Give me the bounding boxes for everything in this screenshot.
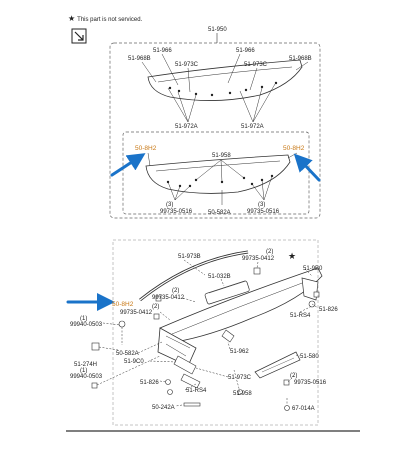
star-icon: ★ <box>68 14 76 23</box>
not-serviced-note: ★This part is not serviced. <box>68 14 142 23</box>
label-51-826-low: 51-826 <box>140 380 159 386</box>
mid-spoiler <box>145 154 291 194</box>
mid-leaders <box>147 152 298 205</box>
label-51-958-low: 51-958 <box>233 391 252 397</box>
label-50-582a-low: 50-582A <box>116 351 139 357</box>
not-serviced-text: This part is not serviced. <box>77 17 143 23</box>
label-99735-0516-right: 99735-0516 <box>247 209 280 215</box>
lower-fasteners <box>91 267 320 411</box>
upper-fastener-dots <box>168 81 278 97</box>
arrow-right <box>293 153 321 182</box>
sub-assembly-frame <box>122 131 310 215</box>
label-51-958-top: 51-958 <box>212 153 231 159</box>
label-qty3-left: (3) <box>166 202 173 208</box>
label-51-580: 51-580 <box>300 354 319 360</box>
label-67-014a: 67-014A <box>292 406 315 412</box>
front-direction-icon <box>71 28 87 44</box>
label-99735-0412-mid: 99735-0412 <box>152 295 185 301</box>
lower-spoiler <box>139 250 323 389</box>
label-51-973c-left: 51-973C <box>175 62 199 68</box>
lower-assembly-frame <box>112 239 319 426</box>
upper-spoiler <box>147 59 303 101</box>
lower-leaders <box>96 259 319 407</box>
star-marker: ★ <box>288 251 296 261</box>
upper-leaders <box>141 53 309 123</box>
label-qty2-right: (2) <box>290 373 297 379</box>
label-51-973c-low: 51-973C <box>228 375 252 381</box>
label-qty1-a: (1) <box>80 316 87 322</box>
label-50-8h2-right: 50-8H2 <box>283 145 305 152</box>
label-51-rs4-low: 51-RS4 <box>186 388 207 394</box>
label-51-rs4-right: 51-RS4 <box>290 313 311 319</box>
part-labels: 51-950 51-966 51-966 51-968B 51-968B 51-… <box>70 27 338 412</box>
label-51-966-left: 51-966 <box>153 48 172 54</box>
label-qty1-b: (1) <box>80 368 87 374</box>
label-51-972a-left: 51-972A <box>175 124 198 130</box>
label-99735-0516-left: 99735-0516 <box>160 209 193 215</box>
label-51-032b: 51-032B <box>208 274 231 280</box>
label-51-968b-right: 51-968B <box>289 56 312 62</box>
label-99735-0412-top: 99735-0412 <box>242 256 275 262</box>
highlight-arrows <box>66 153 321 311</box>
label-50-8h2-lower: 50-8H2 <box>112 301 134 308</box>
label-50-582a-top: 50-582A <box>208 210 231 216</box>
label-51-9c0: 51-9C0 <box>124 359 144 365</box>
label-51-973c-right: 51-973C <box>244 62 268 68</box>
label-51-9b0: 51-9B0 <box>303 266 323 272</box>
label-50-242a: 50-242A <box>152 405 175 411</box>
mid-fastener-dots <box>166 174 274 188</box>
label-51-826-right: 51-826 <box>319 307 338 313</box>
label-99940-0503-a: 99940-0503 <box>70 322 103 328</box>
arrow-left <box>110 153 146 177</box>
label-qty2-mid: (2) <box>172 288 179 294</box>
label-99735-0412-low: 99735-0412 <box>120 310 153 316</box>
label-99735-0516-low: 99735-0516 <box>294 380 327 386</box>
label-qty3-right: (3) <box>258 202 265 208</box>
label-51-973b: 51-973B <box>178 254 201 260</box>
label-51-950: 51-950 <box>208 27 227 33</box>
label-qty2-top: (2) <box>266 249 273 255</box>
label-51-972a-right: 51-972A <box>241 124 264 130</box>
label-51-968b-left: 51-968B <box>128 56 151 62</box>
label-51-274h: 51-274H <box>74 362 97 368</box>
label-51-966-right: 51-966 <box>236 48 255 54</box>
label-50-8h2-left: 50-8H2 <box>135 145 157 152</box>
assembly-frame <box>109 42 321 219</box>
label-99940-0503-b: 99940-0503 <box>70 374 103 380</box>
label-qty2-low: (2) <box>152 304 159 310</box>
label-51-962: 51-962 <box>230 349 249 355</box>
